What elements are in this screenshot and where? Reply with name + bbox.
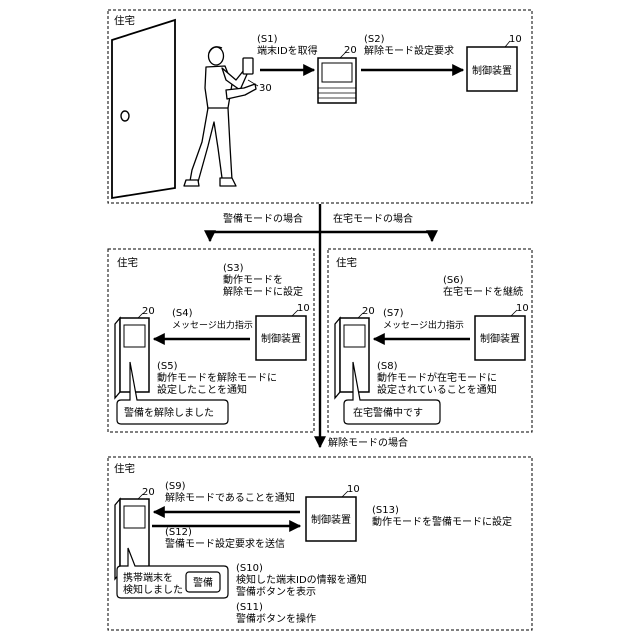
s2-text: 解除モード設定要求 — [364, 44, 454, 57]
bottom-message-line1: 携帯端末を — [123, 571, 173, 584]
s3-line1: 動作モードを — [223, 273, 283, 286]
s4-text: メッセージ出力指示 — [172, 319, 253, 331]
branch-home-mode: 在宅モードの場合 — [333, 212, 413, 225]
s11-number: (S11) — [236, 602, 263, 613]
s9-text: 解除モードであることを通知 — [165, 491, 295, 504]
s10-line1: 検知した端末IDの情報を通知 — [236, 573, 367, 586]
right-controller-label: 制御装置 — [480, 332, 520, 345]
s12-text: 警備モード設定要求を送信 — [165, 537, 285, 550]
right-ref-20: 20 — [362, 306, 375, 317]
left-message-text: 警備を解除しました — [124, 406, 214, 419]
s3-line2: 解除モードに設定 — [223, 285, 303, 298]
right-terminal-icon — [335, 318, 369, 398]
s2-number: (S2) — [364, 34, 385, 45]
s7-text: メッセージ出力指示 — [383, 319, 464, 331]
top-ref-10: 10 — [509, 34, 522, 45]
s5-number: (S5) — [157, 361, 178, 372]
alarm-button-label: 警備 — [193, 576, 213, 589]
s10-line2: 警備ボタンを表示 — [236, 585, 316, 598]
left-ref-10: 10 — [297, 303, 310, 314]
right-message-text: 在宅警備中です — [353, 406, 423, 419]
bottom-controller-label: 制御装置 — [311, 513, 351, 526]
top-ref-20: 20 — [344, 45, 357, 56]
top-controller-label: 制御装置 — [472, 64, 512, 77]
s9-number: (S9) — [165, 481, 186, 492]
person-with-phone-icon — [184, 47, 256, 186]
left-controller-label: 制御装置 — [261, 332, 301, 345]
s4-number: (S4) — [172, 308, 193, 319]
s11-text: 警備ボタンを操作 — [236, 612, 316, 625]
s13-text: 動作モードを警備モードに設定 — [372, 515, 512, 528]
s12-number: (S12) — [165, 527, 192, 538]
s5-line2: 設定したことを通知 — [157, 383, 247, 396]
bottom-ref-10: 10 — [347, 484, 360, 495]
bottom-ref-20: 20 — [142, 487, 155, 498]
branch-release-mode: 解除モードの場合 — [328, 436, 408, 449]
bottom-house-label: 住宅 — [114, 462, 135, 475]
s8-line2: 設定されていることを通知 — [377, 383, 497, 396]
s7-number: (S7) — [383, 308, 404, 319]
s1-text: 端末IDを取得 — [257, 44, 318, 57]
s10-number: (S10) — [236, 563, 263, 574]
s13-number: (S13) — [372, 505, 399, 516]
left-ref-20: 20 — [142, 306, 155, 317]
s1-number: (S1) — [257, 34, 278, 45]
ref-30: 30 — [259, 83, 272, 94]
top-house-box: 住宅 30 (S1) 端末IDを取得 — [108, 10, 532, 203]
s5-line1: 動作モードを解除モードに — [157, 371, 277, 384]
s8-line1: 動作モードが在宅モードに — [377, 371, 497, 384]
branch-alarm-mode: 警備モードの場合 — [223, 212, 303, 225]
left-house-box: 住宅 (S3) 動作モードを 解除モードに設定 20 (S4) メッセージ出力指… — [108, 249, 314, 432]
s6-text: 在宅モードを継続 — [443, 285, 523, 298]
bottom-house-box: 住宅 20 (S9) 解除モードであることを通知 (S12) 警備モード設定要求… — [108, 457, 532, 630]
s3-number: (S3) — [223, 263, 244, 274]
s6-number: (S6) — [443, 275, 464, 286]
bottom-message-line2: 検知しました — [123, 583, 183, 596]
right-ref-10: 10 — [516, 303, 529, 314]
door-icon — [112, 20, 175, 198]
indoor-terminal-icon — [318, 58, 356, 103]
right-house-box: 住宅 (S6) 在宅モードを継続 20 (S7) メッセージ出力指示 制御装置 … — [328, 249, 532, 432]
right-house-label: 住宅 — [336, 256, 357, 269]
top-house-label: 住宅 — [114, 14, 135, 27]
left-house-label: 住宅 — [117, 256, 138, 269]
s8-number: (S8) — [377, 361, 398, 372]
